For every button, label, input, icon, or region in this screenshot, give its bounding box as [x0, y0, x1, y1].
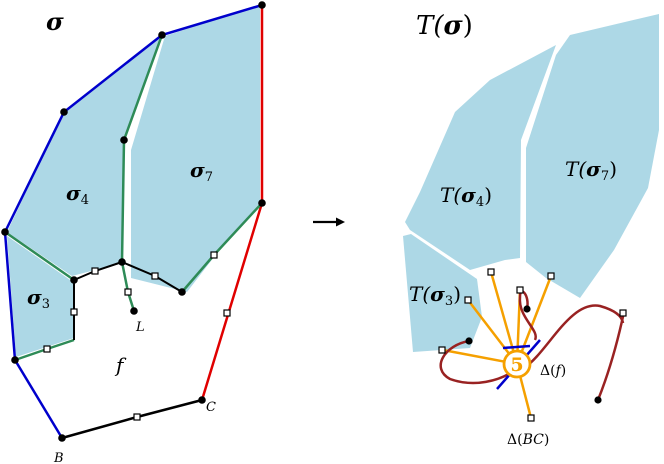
- label-sigma7: σ7: [190, 158, 213, 185]
- left-markers: [43, 251, 231, 421]
- spoke-t4: [489, 271, 519, 365]
- edge-marker: [124, 288, 132, 296]
- vertex-dot: [178, 288, 186, 296]
- region-sigma3: [7, 236, 74, 357]
- center-number: 5: [510, 354, 523, 376]
- edge-b-c: [61, 398, 203, 440]
- blue-line: [502, 344, 531, 350]
- spoke-t7: [515, 275, 553, 365]
- green-edge-sigma3-sigma4: [4, 230, 75, 282]
- edge-marker: [527, 414, 535, 422]
- vertex-dot: [118, 258, 126, 266]
- vertex-dot: [523, 305, 531, 313]
- right-dots: [465, 305, 602, 404]
- center-node: [502, 349, 532, 379]
- label-vertex-c: C: [206, 400, 216, 415]
- transform-arrow: [313, 217, 345, 227]
- edge-marker: [210, 251, 218, 259]
- vertex-dot-b: [58, 434, 66, 442]
- boundary-blue-top: [3, 3, 263, 233]
- edge-marker: [438, 346, 446, 354]
- region-t-sigma3: [403, 234, 482, 352]
- right-title: T(σ): [416, 11, 473, 41]
- edge-marker: [43, 345, 51, 353]
- vertex-dot: [70, 276, 78, 284]
- label-sigma3: σ3: [27, 285, 50, 312]
- maroon-curves: [439, 290, 626, 401]
- edge-marker: [487, 268, 495, 276]
- label-delta-f: Δ(f): [540, 363, 566, 379]
- label-vertex-b: B: [53, 451, 64, 464]
- vertex-dot: [594, 396, 602, 404]
- vertex-dot: [1, 228, 9, 236]
- label-vertex-l: L: [135, 320, 145, 335]
- label-t-sigma3: T(σ3): [409, 282, 461, 309]
- left-vertices: [1, 1, 266, 442]
- region-sigma7: [131, 5, 260, 292]
- label-t-sigma7: T(σ7): [565, 157, 617, 184]
- vertex-dot: [258, 199, 266, 207]
- edge-marker: [223, 309, 231, 317]
- right-panel: 5 T(σ) T(σ4) T(σ7) T(σ3) Δ(f) Δ(BC): [403, 11, 659, 448]
- edge-marker: [547, 272, 555, 280]
- edge-marker: [619, 309, 627, 317]
- vertex-dot: [60, 108, 68, 116]
- vertex-dot: [158, 31, 166, 39]
- curve-right: [523, 304, 625, 370]
- label-t-sigma4: T(σ4): [440, 183, 492, 210]
- curve-left: [439, 339, 513, 385]
- label-delta-bc: Δ(BC): [507, 432, 549, 448]
- label-face-f: f: [114, 353, 127, 377]
- vertex-dot-c: [198, 396, 206, 404]
- curve-top: [518, 290, 537, 341]
- vertex-dot: [465, 337, 473, 345]
- edge-marker: [516, 286, 524, 294]
- label-sigma4: σ4: [66, 181, 89, 208]
- region-t-sigma7: [526, 14, 659, 298]
- edge-marker: [133, 413, 141, 421]
- edge-marker: [91, 267, 99, 275]
- edge-marker: [151, 272, 159, 280]
- curve-bottom-right: [596, 311, 626, 401]
- edge-marker: [464, 296, 472, 304]
- right-markers: [438, 268, 627, 422]
- left-panel: σ σ4 σ7 σ3 f L B C: [1, 1, 266, 464]
- vertex-dot-l: [130, 307, 138, 315]
- edge-marker: [70, 308, 78, 316]
- left-title: σ: [46, 7, 64, 36]
- vertex-dot: [120, 136, 128, 144]
- vertex-dot: [258, 1, 266, 9]
- region-t-sigma4: [405, 45, 556, 270]
- vertex-dot: [11, 356, 19, 364]
